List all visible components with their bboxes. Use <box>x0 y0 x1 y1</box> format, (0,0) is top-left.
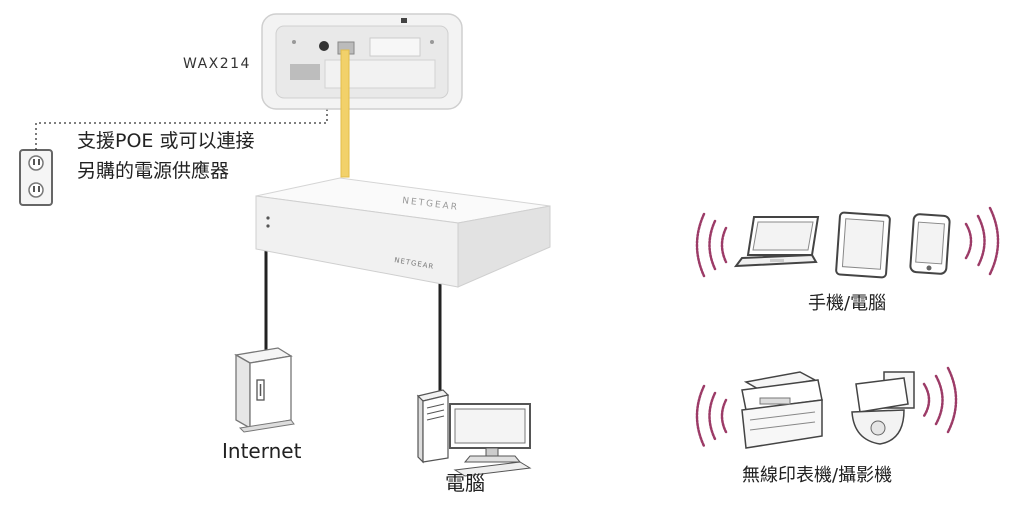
tablet-icon <box>835 211 891 279</box>
desktop-computer-device <box>416 389 532 477</box>
poe-note-line2: 另購的電源供應器 <box>77 160 230 182</box>
laptop-icon <box>733 216 820 268</box>
signal-waves-camera-right-icon <box>922 366 958 434</box>
signal-waves-mobile-left-icon <box>695 212 728 278</box>
security-camera-icon <box>851 371 915 445</box>
mobile-devices-label: 手機/電腦 <box>808 293 887 314</box>
modem-device <box>234 347 295 433</box>
power-outlet-icon <box>19 149 53 206</box>
internet-label: Internet <box>222 439 302 463</box>
poe-note-line1: 支援POE 或可以連接 <box>77 130 255 152</box>
signal-waves-printer-left-icon <box>695 384 728 448</box>
netgear-switch-device: NETGEAR NETGEAR <box>255 177 551 288</box>
phone-icon <box>909 213 951 275</box>
printer-camera-label: 無線印表機/攝影機 <box>742 465 893 486</box>
signal-waves-mobile-right-icon <box>964 206 1000 276</box>
access-point-device <box>261 13 463 110</box>
computer-label: 電腦 <box>445 471 485 495</box>
printer-icon <box>741 371 823 449</box>
access-point-model-label: WAX214 <box>183 56 251 72</box>
poe-cable <box>340 49 350 178</box>
